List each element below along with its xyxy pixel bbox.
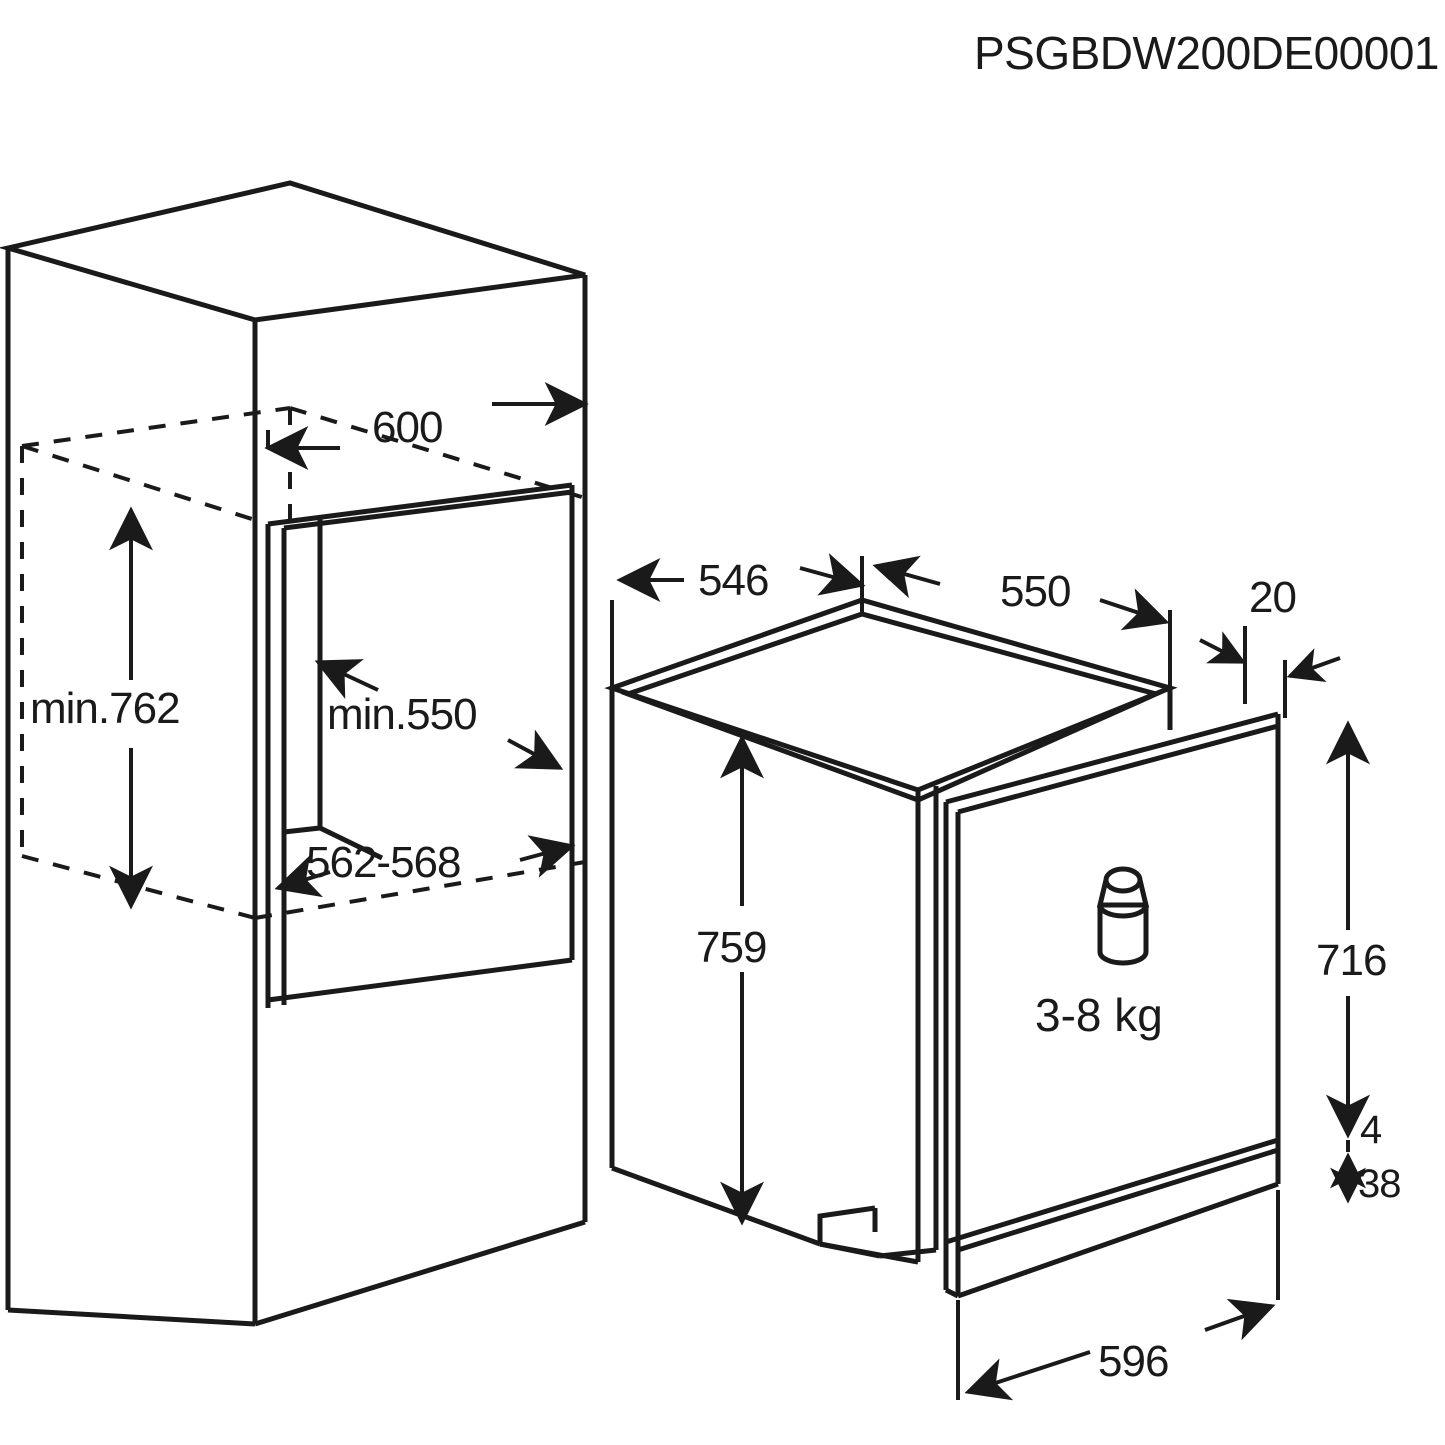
cabinet-hidden-edges: [20, 406, 586, 920]
dim-label-body-height: 759: [696, 923, 767, 972]
dim-label-door-panel-width: 596: [1098, 1337, 1169, 1386]
dim-niche-depth: [314, 659, 564, 770]
dim-door-panel-width: [956, 1190, 1280, 1401]
dim-door-panel-thickness: [1199, 626, 1341, 718]
dim-label-door-panel-height: 716: [1316, 936, 1387, 985]
appliance-base-trough: [817, 1205, 937, 1259]
dim-body-depth-front: [610, 553, 866, 690]
drawing-reference-title: PSGBDW200DE00001: [973, 27, 1440, 79]
dim-label-body-depth-front: 546: [698, 556, 769, 605]
cabinet-outline: [0, 180, 588, 1327]
dim-niche-width: [274, 835, 576, 898]
dim-label-niche-depth: min.550: [327, 690, 478, 739]
cabinet-niche-depth-lines: [283, 518, 384, 861]
dim-body-depth-rear: [860, 555, 1172, 700]
dim-label-plinth-height: 38: [1358, 1162, 1401, 1206]
dim-cabinet-width: [264, 382, 589, 470]
weight-icon: [1096, 866, 1150, 966]
dim-label-door-panel-thickness: 20: [1249, 573, 1297, 622]
appliance-plinth: [943, 1137, 1279, 1290]
door-panel-weight-label: 3-8 kg: [1035, 989, 1163, 1041]
dim-label-body-depth-rear: 550: [1000, 567, 1071, 616]
dim-label-cabinet-width: 600: [372, 403, 443, 452]
dim-label-gap-below-panel: 4: [1360, 1108, 1382, 1152]
appliance-door-panel: [943, 711, 1281, 1299]
dim-label-niche-width: 562-568: [306, 838, 461, 887]
cabinet-niche-opening: [265, 482, 575, 1008]
dim-label-niche-height: min.762: [30, 684, 181, 733]
